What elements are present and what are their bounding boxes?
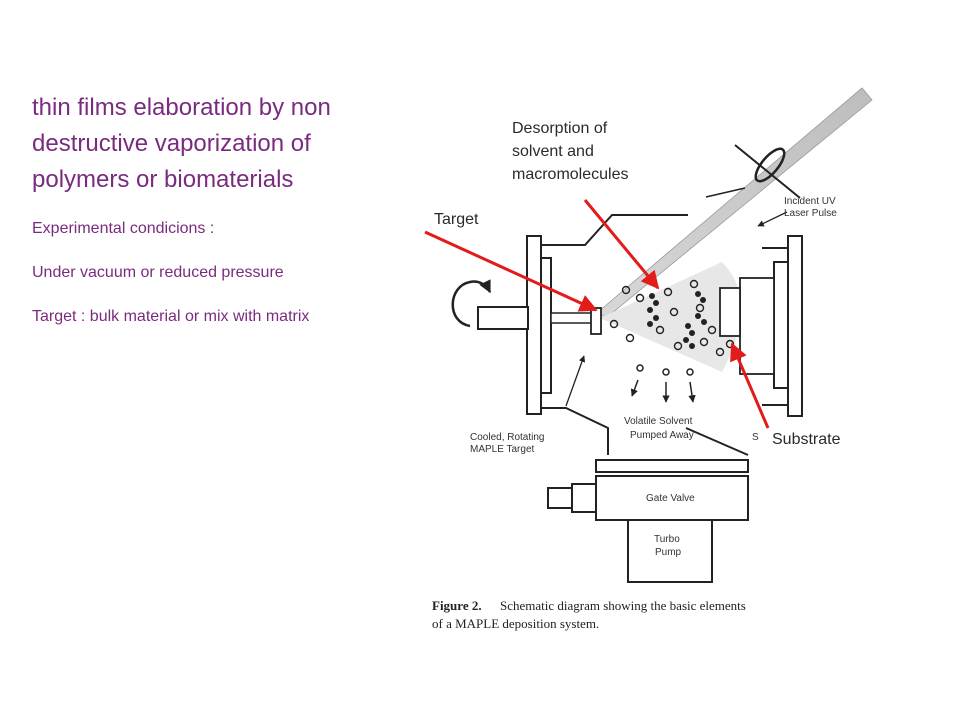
callout-arrows [424,199,770,429]
particles [609,279,735,357]
caption-figure-label: Figure 2. [432,598,482,613]
headline-line-3: polymers or biomaterials [32,166,294,193]
conditions-heading: Experimental condicions : [32,220,215,237]
target-block [590,307,602,335]
rotation-arrow [451,279,492,328]
headline-line-1: thin films elaboration by non [32,94,331,121]
arrow-target [424,230,598,312]
headline-line-2: destructive vaporization of [32,130,311,157]
laser-beam [597,87,873,319]
substrate-holder [719,287,741,337]
label-volatile-1: Volatile Solvent [624,416,693,427]
callout-desorption-1: Desorption of [512,120,608,137]
pump-stack [547,459,749,583]
caption-line-2: of a MAPLE deposition system. [432,616,599,631]
arrow-desorption [583,199,660,290]
callout-desorption-2: solvent and [512,143,594,160]
arrow-substrate [730,342,770,429]
label-gate-valve: Gate Valve [646,493,695,504]
target-rod [477,306,529,330]
callout-substrate: Substrate [772,431,841,448]
label-turbo-1: Turbo [654,534,680,545]
callout-target: Target [434,211,479,228]
condition-pressure: Under vacuum or reduced pressure [32,264,284,281]
falling-particles [630,364,696,403]
condition-target: Target : bulk material or mix with matri… [32,308,310,325]
caption-line-1: Schematic diagram showing the basic elem… [500,598,746,613]
label-cooled-1: Cooled, Rotating [470,432,545,443]
macromolecules [647,291,707,349]
label-incident-1: Incident UV [784,196,836,207]
label-incident-2: Laser Pulse [784,208,837,219]
left-flange [526,235,542,415]
lens-window [754,147,786,183]
right-flange [787,235,803,417]
label-turbo-2: Pump [655,547,682,558]
callout-desorption: Desorption of solvent and macromolecules [512,117,628,186]
callout-desorption-3: macromolecules [512,166,629,183]
label-cooled-2: MAPLE Target [470,444,535,455]
slide-headline: thin films elaboration by non destructiv… [32,90,427,198]
label-volatile-2: Pumped Away [630,430,694,441]
label-substrate-partial: S [752,432,759,443]
